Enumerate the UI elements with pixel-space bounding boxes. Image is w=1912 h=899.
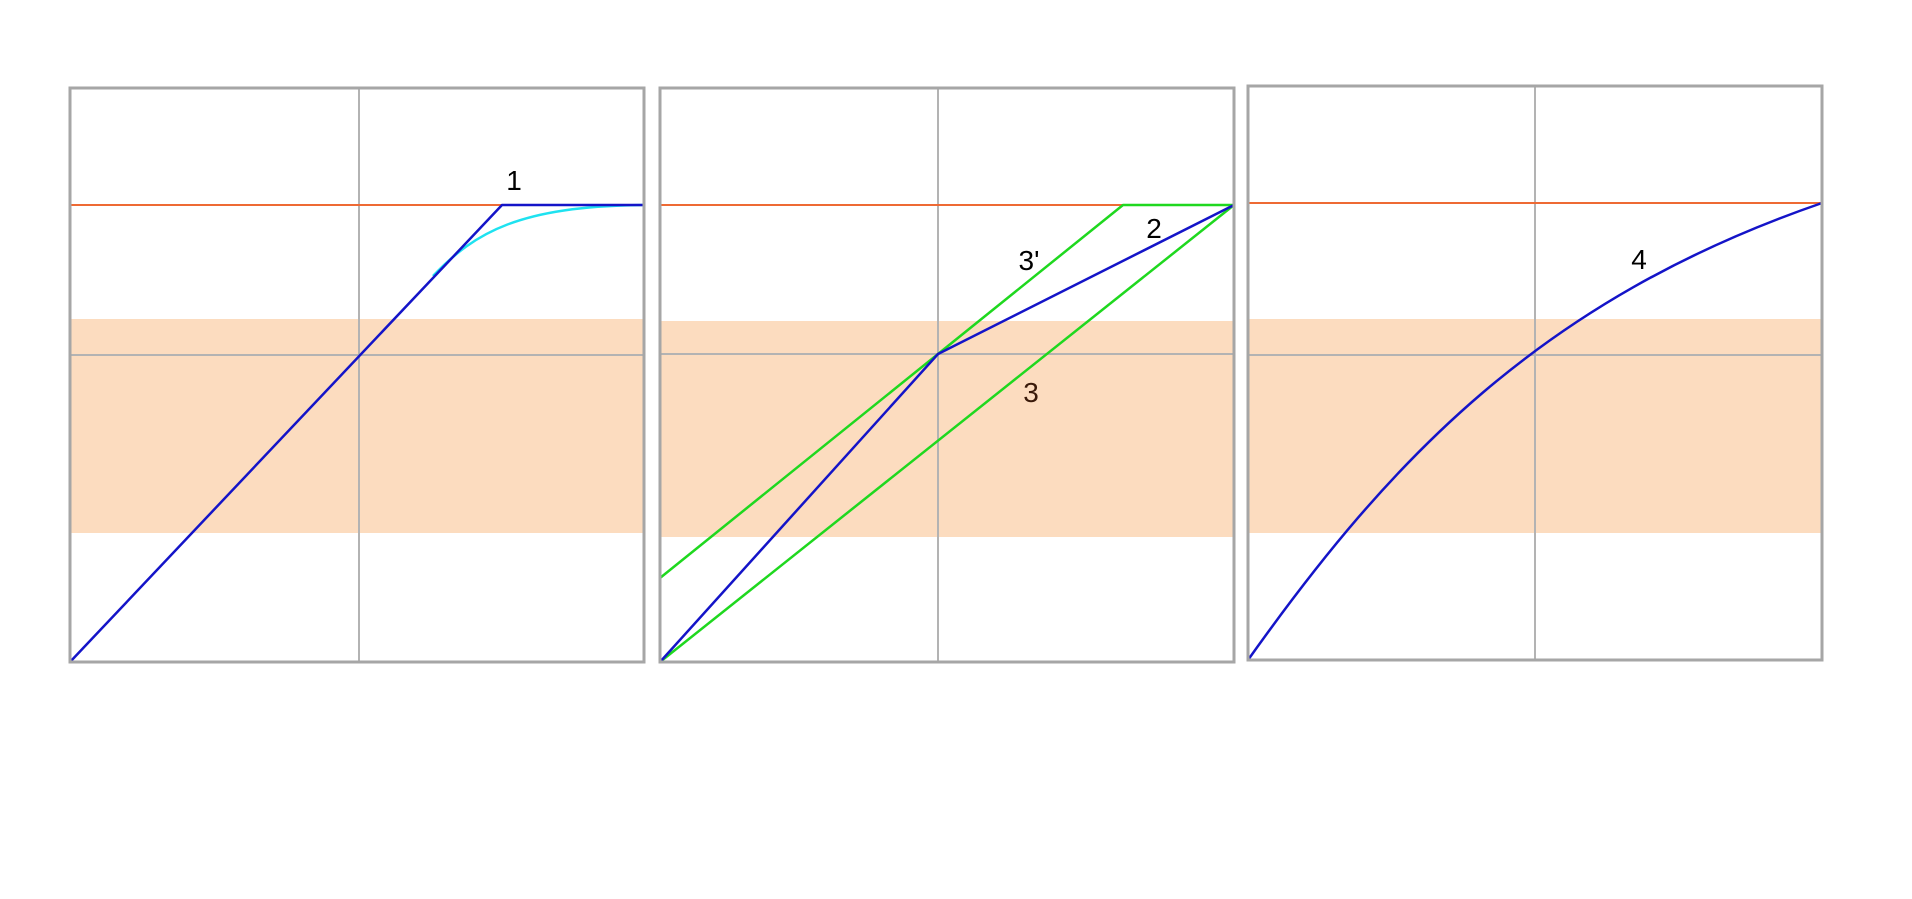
panel-2-frame	[658, 86, 1236, 664]
panel-3-label-4: 4	[1631, 244, 1647, 275]
panel-2-label-2: 2	[1146, 213, 1162, 244]
panel-2-label-3: 3	[1023, 377, 1039, 408]
panel-1-frame	[68, 86, 646, 664]
panel-2-label-3-prime: 3'	[1019, 245, 1040, 276]
panel-2-green-curve-3-prime	[659, 203, 1234, 579]
panel-1: 1	[68, 86, 646, 664]
panel-1-blue-curve	[69, 203, 644, 663]
panel-3: 4	[1246, 84, 1824, 662]
panel-2-green-curve-3	[659, 204, 1235, 663]
panel-3-frame	[1246, 84, 1824, 662]
panel-1-label-1: 1	[506, 165, 522, 196]
panel-2: 2 3' 3	[658, 86, 1236, 664]
panel-1-tolerance-band	[70, 319, 644, 533]
panel-3-blue-curve	[1246, 201, 1823, 661]
panel-2-blue-curve	[659, 203, 1235, 663]
